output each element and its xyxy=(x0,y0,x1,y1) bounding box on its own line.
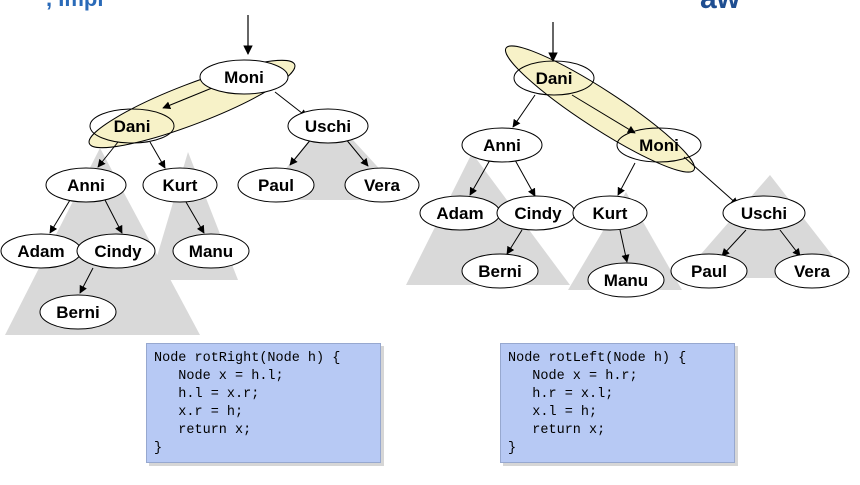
right-node-adam: Adam xyxy=(419,195,501,231)
right-edge-moni-uschi xyxy=(683,156,739,206)
right-edge-anni-cindy xyxy=(514,159,536,197)
right-node-berni: Berni xyxy=(461,253,539,289)
code-line: h.l = x.r; xyxy=(154,387,260,402)
svg-text:Adam: Adam xyxy=(436,204,483,223)
left-edge-anni-adam xyxy=(49,199,71,234)
left-edge-cindy-berni xyxy=(79,267,94,294)
left-edge-moni-dani xyxy=(162,87,213,109)
rot-left-code-box: Node rotLeft(Node h) { Node x = h.r; h.r… xyxy=(500,343,735,463)
right-edge-uschi-vera xyxy=(779,229,801,257)
svg-text:Anni: Anni xyxy=(483,136,521,155)
right-node-moni: Moni xyxy=(616,127,702,163)
left-edge-dani-anni xyxy=(97,141,119,168)
code-line: x.r = h; xyxy=(154,405,244,420)
code-line: return x; xyxy=(154,423,252,438)
code-line: Node rotRight(Node h) { xyxy=(154,351,341,366)
right-node-cindy: Cindy xyxy=(496,195,576,231)
svg-text:Cindy: Cindy xyxy=(514,204,562,223)
right-edge-uschi-paul xyxy=(721,229,747,257)
right-node-manu: Manu xyxy=(587,262,665,298)
right-edge-moni-kurt xyxy=(617,162,636,196)
code-line: return x; xyxy=(508,423,606,438)
left-node-cindy: Cindy xyxy=(76,233,156,269)
svg-text:Vera: Vera xyxy=(794,262,830,281)
left-edge-uschi-vera xyxy=(344,137,369,167)
logo: aw xyxy=(700,0,741,15)
rot-right-code-box: Node rotRight(Node h) { Node x = h.l; h.… xyxy=(146,343,381,463)
code-line: Node rotLeft(Node h) { xyxy=(508,351,687,366)
left-node-anni: Anni xyxy=(45,167,127,203)
svg-text:Moni: Moni xyxy=(639,136,679,155)
right-rotation-highlight xyxy=(505,45,695,173)
code-line: } xyxy=(154,441,163,456)
right-node-anni: Anni xyxy=(461,127,543,163)
left-node-moni: Moni xyxy=(199,59,289,95)
svg-text:Adam: Adam xyxy=(17,242,64,261)
code-line: x.l = h; xyxy=(508,405,598,420)
left-edge-kurt-manu xyxy=(185,201,205,234)
svg-text:Berni: Berni xyxy=(478,262,521,281)
right-tree: Dani Anni Moni Adam Cindy Kurt Uschi Be xyxy=(406,22,850,298)
left-node-adam: Adam xyxy=(0,233,82,269)
svg-text:Uschi: Uschi xyxy=(741,204,787,223)
right-edge-dani-anni xyxy=(512,94,536,128)
left-node-berni: Berni xyxy=(39,294,117,330)
svg-text:Manu: Manu xyxy=(604,271,648,290)
right-node-dani: Dani xyxy=(513,60,595,96)
left-tree: Moni Dani Uschi Anni Kurt Paul Vera Ada xyxy=(0,15,420,335)
left-edge-uschi-paul xyxy=(289,137,313,166)
left-edge-anni-cindy xyxy=(104,199,123,234)
left-node-dani: Dani xyxy=(89,108,175,144)
svg-text:Moni: Moni xyxy=(224,68,264,87)
right-edge-dani-moni xyxy=(571,94,636,134)
left-node-vera: Vera xyxy=(344,167,420,203)
right-subtree-triangle-kurt xyxy=(568,192,682,290)
svg-text:Dani: Dani xyxy=(114,117,151,136)
svg-text:Manu: Manu xyxy=(189,242,233,261)
right-node-paul: Paul xyxy=(670,253,748,289)
slide-title-fragment: , Impl xyxy=(46,0,103,11)
right-node-vera: Vera xyxy=(774,253,850,289)
right-node-kurt: Kurt xyxy=(572,195,648,231)
svg-text:Kurt: Kurt xyxy=(593,204,628,223)
svg-text:Cindy: Cindy xyxy=(94,242,142,261)
svg-text:Paul: Paul xyxy=(691,262,727,281)
code-line: } xyxy=(508,441,517,456)
svg-text:Kurt: Kurt xyxy=(163,176,198,195)
right-edge-cindy-berni xyxy=(506,229,523,255)
left-edge-dani-kurt xyxy=(149,141,166,169)
svg-text:Paul: Paul xyxy=(258,176,294,195)
code-line: h.r = x.l; xyxy=(508,387,614,402)
svg-text:Vera: Vera xyxy=(364,176,400,195)
left-node-kurt: Kurt xyxy=(142,167,218,203)
left-node-uschi: Uschi xyxy=(287,108,369,144)
code-line: Node x = h.r; xyxy=(508,369,638,384)
right-edge-anni-adam xyxy=(469,159,491,196)
left-node-manu: Manu xyxy=(172,233,250,269)
svg-text:Uschi: Uschi xyxy=(305,117,351,136)
svg-text:Berni: Berni xyxy=(56,303,99,322)
left-node-paul: Paul xyxy=(237,167,315,203)
svg-text:Anni: Anni xyxy=(67,176,105,195)
code-line: Node x = h.l; xyxy=(154,369,284,384)
right-node-uschi: Uschi xyxy=(722,195,806,231)
svg-text:Dani: Dani xyxy=(536,69,573,88)
right-edge-kurt-manu xyxy=(619,229,630,263)
